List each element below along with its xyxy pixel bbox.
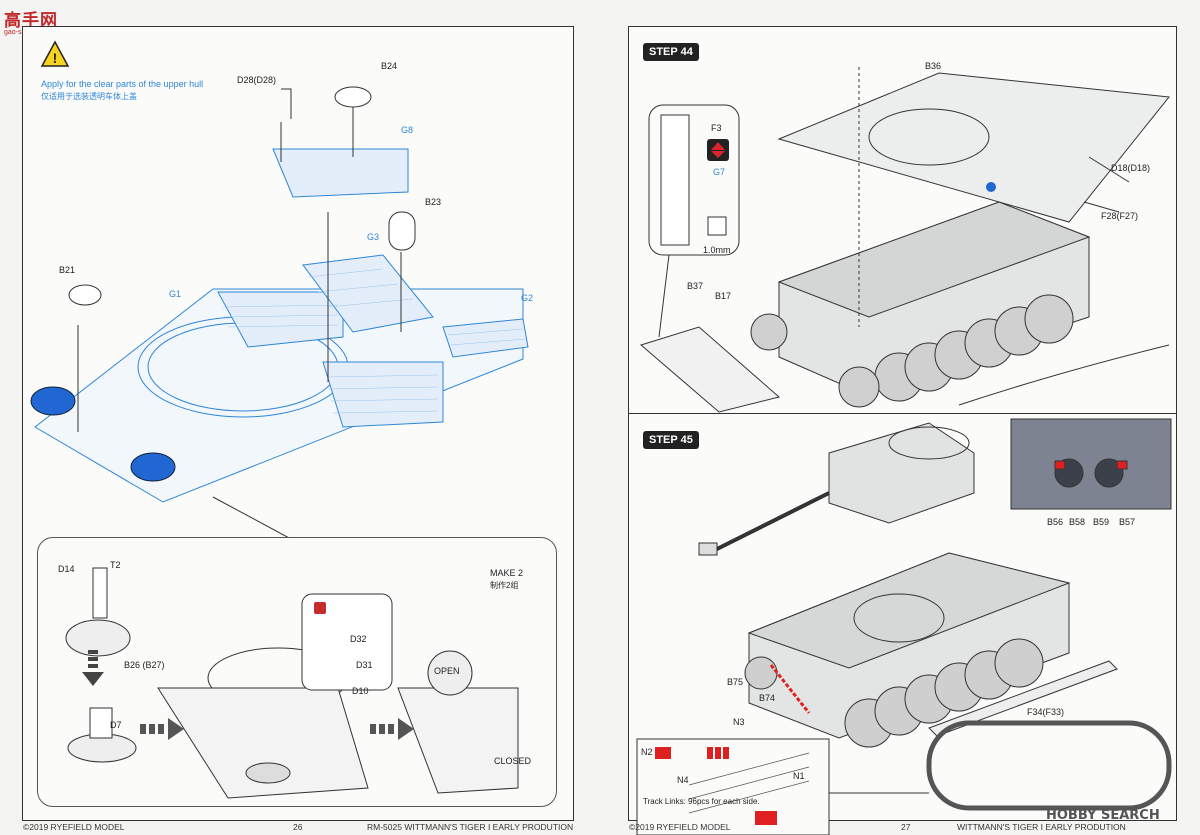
label-d14: D14 — [58, 564, 75, 574]
step45-badge: STEP 45 — [643, 431, 699, 449]
label-g2: G2 — [521, 293, 534, 303]
label-open: OPEN — [434, 666, 460, 676]
label-b17: B17 — [715, 291, 732, 301]
label-g1: G1 — [169, 289, 182, 299]
label-b24: B24 — [381, 61, 398, 71]
note-cn: 仅适用于选装透明车体上盖 — [41, 92, 137, 101]
hobbysearch-logo: HOBBY SEARCH — [1046, 808, 1160, 823]
label-n1: N1 — [793, 771, 805, 781]
footer-right-page: 27 — [901, 822, 911, 832]
hatch-blue-2 — [130, 452, 176, 482]
label-d28: D28(D28) — [237, 75, 277, 85]
step44-diagram — [639, 67, 1170, 413]
track-note: Track Links: 96pcs for each side. — [643, 797, 760, 806]
label-b75: B75 — [727, 677, 744, 687]
step45-diagram — [636, 418, 1172, 835]
hatch-blue-1 — [30, 386, 76, 416]
label-make-cn: 制作2组 — [490, 581, 519, 590]
label-f28: F28(F27) — [1101, 211, 1139, 221]
page-right: STEP 44 — [628, 26, 1177, 835]
label-make: MAKE 2 — [490, 568, 524, 578]
warning-triangle-icon: ! — [40, 40, 70, 67]
label-n4: N4 — [677, 775, 689, 785]
label-d18: D18(D18) — [1111, 163, 1151, 173]
label-f3: F3 — [711, 123, 722, 133]
label-b26: B26 (B27) — [124, 660, 165, 670]
label-g7: G7 — [713, 167, 726, 177]
step-divider — [629, 413, 1176, 414]
label-closed: CLOSED — [494, 756, 532, 766]
label-d32: D32 — [350, 634, 367, 644]
label-size: 1.0mm — [703, 245, 731, 255]
svg-text:!: ! — [53, 50, 58, 66]
label-b58: B58 — [1069, 517, 1086, 527]
label-b23: B23 — [425, 197, 442, 207]
page-left: ! Apply for the clear parts of the upper… — [22, 26, 574, 832]
footer-left-title: RM-5025 WITTMANN'S TIGER I EARLY PRODUTI… — [367, 822, 574, 832]
label-g3: G3 — [367, 232, 380, 242]
label-d10: D10 — [352, 686, 369, 696]
footer-left-copyright: ©2019 RYEFIELD MODEL — [23, 822, 125, 832]
label-d7: D7 — [110, 720, 122, 730]
label-b21: B21 — [59, 265, 76, 275]
label-n2: N2 — [641, 747, 653, 757]
label-b36: B36 — [925, 61, 942, 71]
footer-right-copyright: ©2019 RYEFIELD MODEL — [629, 822, 731, 832]
label-t2: T2 — [110, 560, 121, 570]
label-b57: B57 — [1119, 517, 1136, 527]
label-n3: N3 — [733, 717, 745, 727]
note-en: Apply for the clear parts of the upper h… — [41, 79, 204, 89]
subassembly-callout: D14 T2 B26 (B27) D7 D32 D31 D10 MAKE 2 制… — [37, 537, 557, 807]
step44-badge: STEP 44 — [643, 43, 699, 61]
footer-right-title: WITTMANN'S TIGER I EARLY PRODUTION — [957, 822, 1126, 832]
footer-left-page: 26 — [293, 822, 303, 832]
label-f34: F34(F33) — [1027, 707, 1065, 717]
subassembly-diagram — [65, 567, 519, 799]
label-g8: G8 — [401, 125, 414, 135]
label-b56: B56 — [1047, 517, 1064, 527]
label-b37: B37 — [687, 281, 704, 291]
hull-diagram — [30, 86, 529, 568]
label-b59: B59 — [1093, 517, 1110, 527]
label-d31: D31 — [356, 660, 373, 670]
label-b74: B74 — [759, 693, 776, 703]
